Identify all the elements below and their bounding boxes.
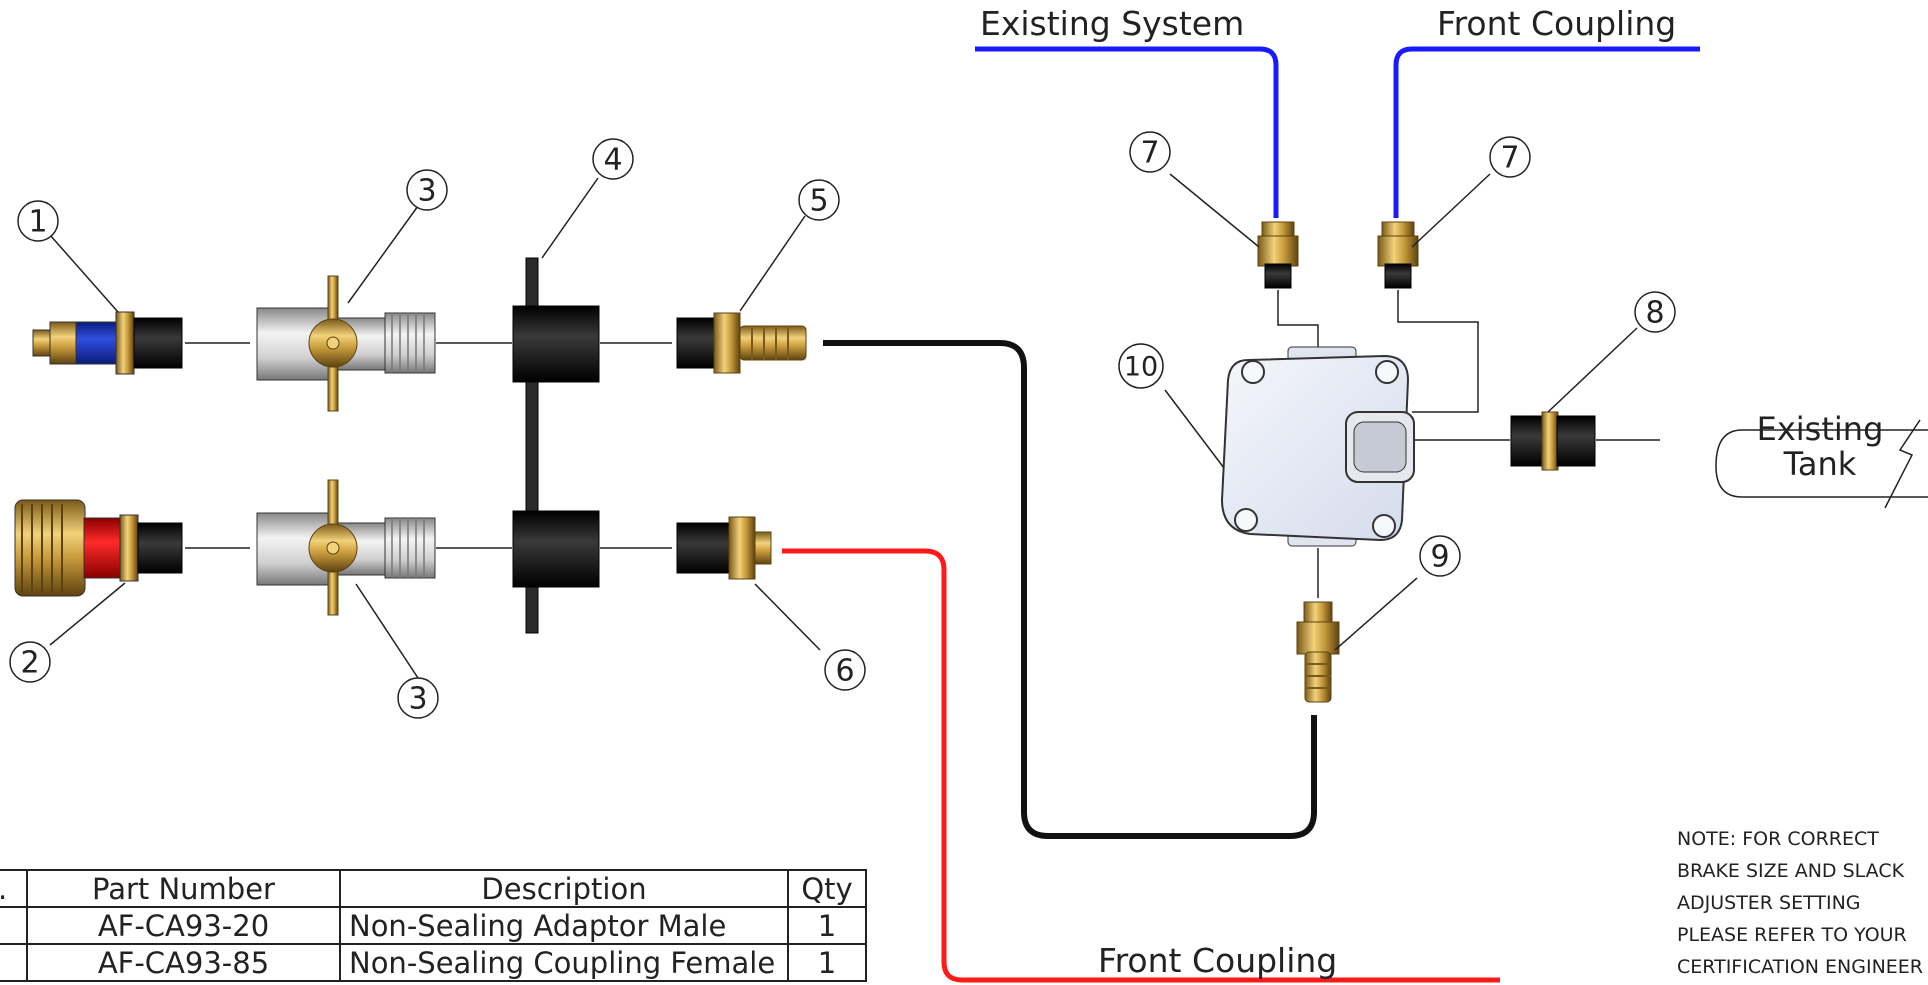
part-1-adaptor-male bbox=[32, 311, 183, 375]
svg-text:3: 3 bbox=[408, 682, 427, 717]
cell-qty: 1 bbox=[787, 906, 867, 945]
parts-table: o. Part Number Description Qty . AF-CA93… bbox=[0, 869, 867, 982]
callout-8: 8 bbox=[1634, 291, 1676, 333]
certification-note: NOTE: FOR CORRECT BRAKE SIZE AND SLACK A… bbox=[1677, 828, 1924, 978]
part-3-ball-valve-top bbox=[256, 275, 436, 412]
red-hose bbox=[782, 548, 1500, 983]
cell-description: Non-Sealing Coupling Female bbox=[339, 943, 789, 982]
svg-text:6: 6 bbox=[835, 654, 854, 689]
svg-text:9: 9 bbox=[1430, 540, 1449, 575]
svg-text:5: 5 bbox=[809, 184, 828, 219]
tank-label-line1: Existing bbox=[1757, 410, 1884, 448]
header-no: o. bbox=[0, 869, 28, 908]
part-9-hose-tail bbox=[1296, 601, 1340, 703]
label-front-coupling-bottom: Front Coupling bbox=[1098, 941, 1337, 980]
blue-line-front-coupling bbox=[1393, 46, 1700, 218]
table-row: . AF-CA93-85 Non-Sealing Coupling Female… bbox=[0, 943, 867, 982]
existing-tank-symbol: Existing Tank bbox=[1715, 410, 1928, 509]
cell-no: . bbox=[0, 943, 28, 982]
callout-4: 4 bbox=[592, 138, 634, 180]
header-qty: Qty bbox=[787, 869, 867, 908]
cell-no: . bbox=[0, 906, 28, 945]
callout-7-right: 7 bbox=[1489, 136, 1531, 178]
svg-text:10: 10 bbox=[1124, 352, 1158, 383]
part-3-ball-valve-bottom bbox=[256, 479, 436, 616]
header-part-number: Part Number bbox=[26, 869, 341, 908]
leader-lines bbox=[49, 173, 1638, 679]
table-header-row: o. Part Number Description Qty bbox=[0, 869, 867, 908]
callout-3-top: 3 bbox=[406, 169, 448, 211]
svg-text:3: 3 bbox=[417, 174, 436, 209]
callout-3-bottom: 3 bbox=[397, 677, 439, 719]
cell-part-number: AF-CA93-20 bbox=[26, 906, 341, 945]
svg-text:7: 7 bbox=[1140, 136, 1159, 171]
tank-label-line2: Tank bbox=[1783, 445, 1857, 483]
svg-text:1: 1 bbox=[28, 205, 47, 240]
black-hose bbox=[823, 340, 1317, 839]
callout-10: 10 bbox=[1118, 343, 1164, 389]
callout-7-left: 7 bbox=[1129, 131, 1171, 173]
part-10-valve-body bbox=[1220, 346, 1415, 547]
label-front-coupling-top: Front Coupling bbox=[1437, 4, 1676, 43]
label-existing-system: Existing System bbox=[980, 4, 1244, 43]
callout-1: 1 bbox=[17, 200, 59, 242]
part-7-fitting-left bbox=[1257, 221, 1299, 289]
callout-6: 6 bbox=[824, 649, 866, 691]
part-4-bulkhead-plate bbox=[512, 257, 600, 634]
connection-lines bbox=[185, 290, 1660, 598]
svg-text:2: 2 bbox=[20, 646, 39, 681]
part-8-hex-nipple bbox=[1510, 411, 1596, 471]
svg-text:7: 7 bbox=[1500, 141, 1519, 176]
svg-text:8: 8 bbox=[1645, 296, 1664, 331]
callout-2: 2 bbox=[9, 641, 51, 683]
cell-description: Non-Sealing Adaptor Male bbox=[339, 906, 789, 945]
table-row: . AF-CA93-20 Non-Sealing Adaptor Male 1 bbox=[0, 906, 867, 945]
cell-qty: 1 bbox=[787, 943, 867, 982]
part-2-coupling-female bbox=[14, 499, 183, 597]
callout-9: 9 bbox=[1419, 535, 1461, 577]
callout-5: 5 bbox=[798, 179, 840, 221]
part-7-fitting-right bbox=[1377, 221, 1419, 289]
part-6-fitting bbox=[676, 516, 772, 580]
part-5-hose-tail bbox=[676, 312, 807, 374]
svg-text:4: 4 bbox=[603, 143, 622, 178]
cell-part-number: AF-CA93-85 bbox=[26, 943, 341, 982]
blue-line-existing-system bbox=[975, 46, 1279, 218]
header-description: Description bbox=[339, 869, 789, 908]
